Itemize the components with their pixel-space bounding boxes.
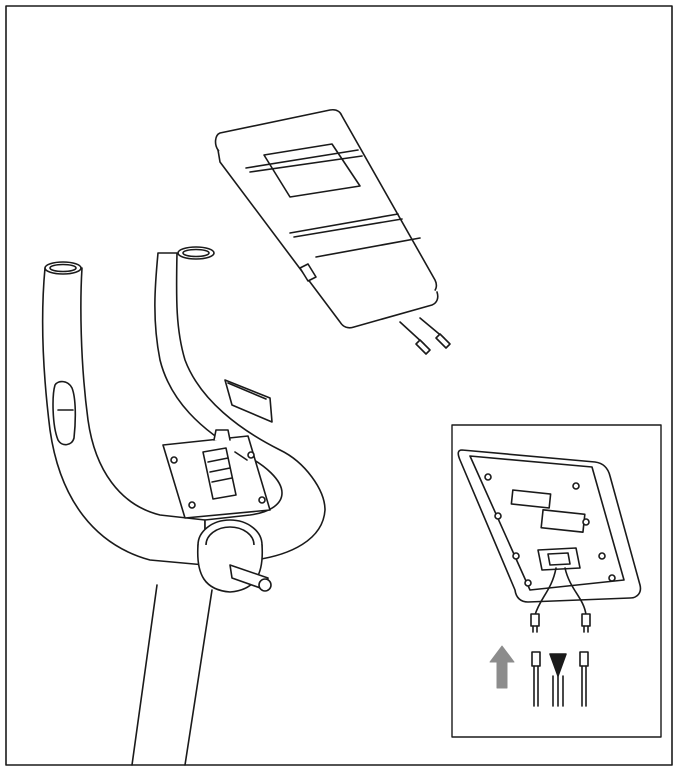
outer-frame bbox=[5, 5, 673, 766]
console bbox=[214, 108, 439, 329]
console-back bbox=[457, 449, 642, 603]
screw-icon bbox=[419, 317, 451, 349]
frame-post bbox=[131, 584, 213, 766]
console-mounting-plate bbox=[162, 429, 271, 519]
console-cable-connectors bbox=[530, 567, 591, 633]
console-screws bbox=[399, 317, 451, 355]
console-display bbox=[263, 143, 361, 198]
seat-post-clamp bbox=[196, 519, 272, 593]
up-arrow-icon bbox=[489, 645, 515, 689]
cable-connection-inset bbox=[451, 424, 662, 738]
screw-icon bbox=[399, 321, 431, 355]
handlebar bbox=[41, 246, 326, 566]
frame-cable-connectors bbox=[531, 651, 589, 707]
